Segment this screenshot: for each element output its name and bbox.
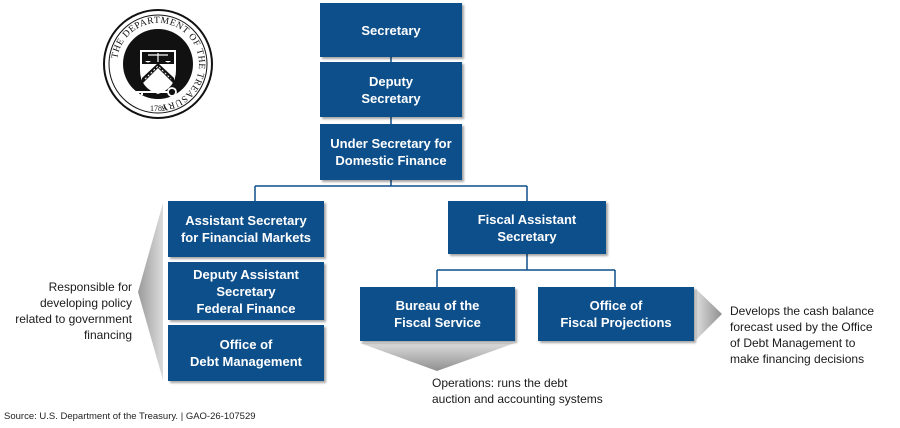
operations-callout-wedge [360,343,515,371]
box-office-of-debt-management: Office of Debt Management [168,325,324,381]
seal-year: 1789 [150,104,166,113]
box-secretary: Secretary [320,3,462,57]
projections-note: Develops the cash balance forecast used … [730,304,875,366]
box-deputy-secretary: Deputy Secretary [320,62,462,117]
box-assistant-secretary-financial-markets: Assistant Secretary for Financial Market… [168,201,324,257]
box-office-of-fiscal-projections: Office of Fiscal Projections [538,287,694,341]
source-note: Source: U.S. Department of the Treasury.… [4,411,256,422]
policy-callout-wedge [138,203,163,380]
treasury-seal: THE DEPARTMENT OF THE TREASURY 1789 [103,9,213,119]
box-under-secretary: Under Secretary for Domestic Finance [320,124,462,180]
operations-note: Operations: runs the debt auction and ac… [432,376,603,406]
box-bureau-of-the-fiscal-service: Bureau of the Fiscal Service [360,287,515,341]
projections-callout-wedge [696,289,722,340]
box-fiscal-assistant-secretary: Fiscal Assistant Secretary [448,201,606,254]
box-deputy-assistant-secretary-federal-finance: Deputy Assistant Secretary Federal Finan… [168,262,324,320]
policy-note: Responsible for developing policy relate… [15,280,132,342]
